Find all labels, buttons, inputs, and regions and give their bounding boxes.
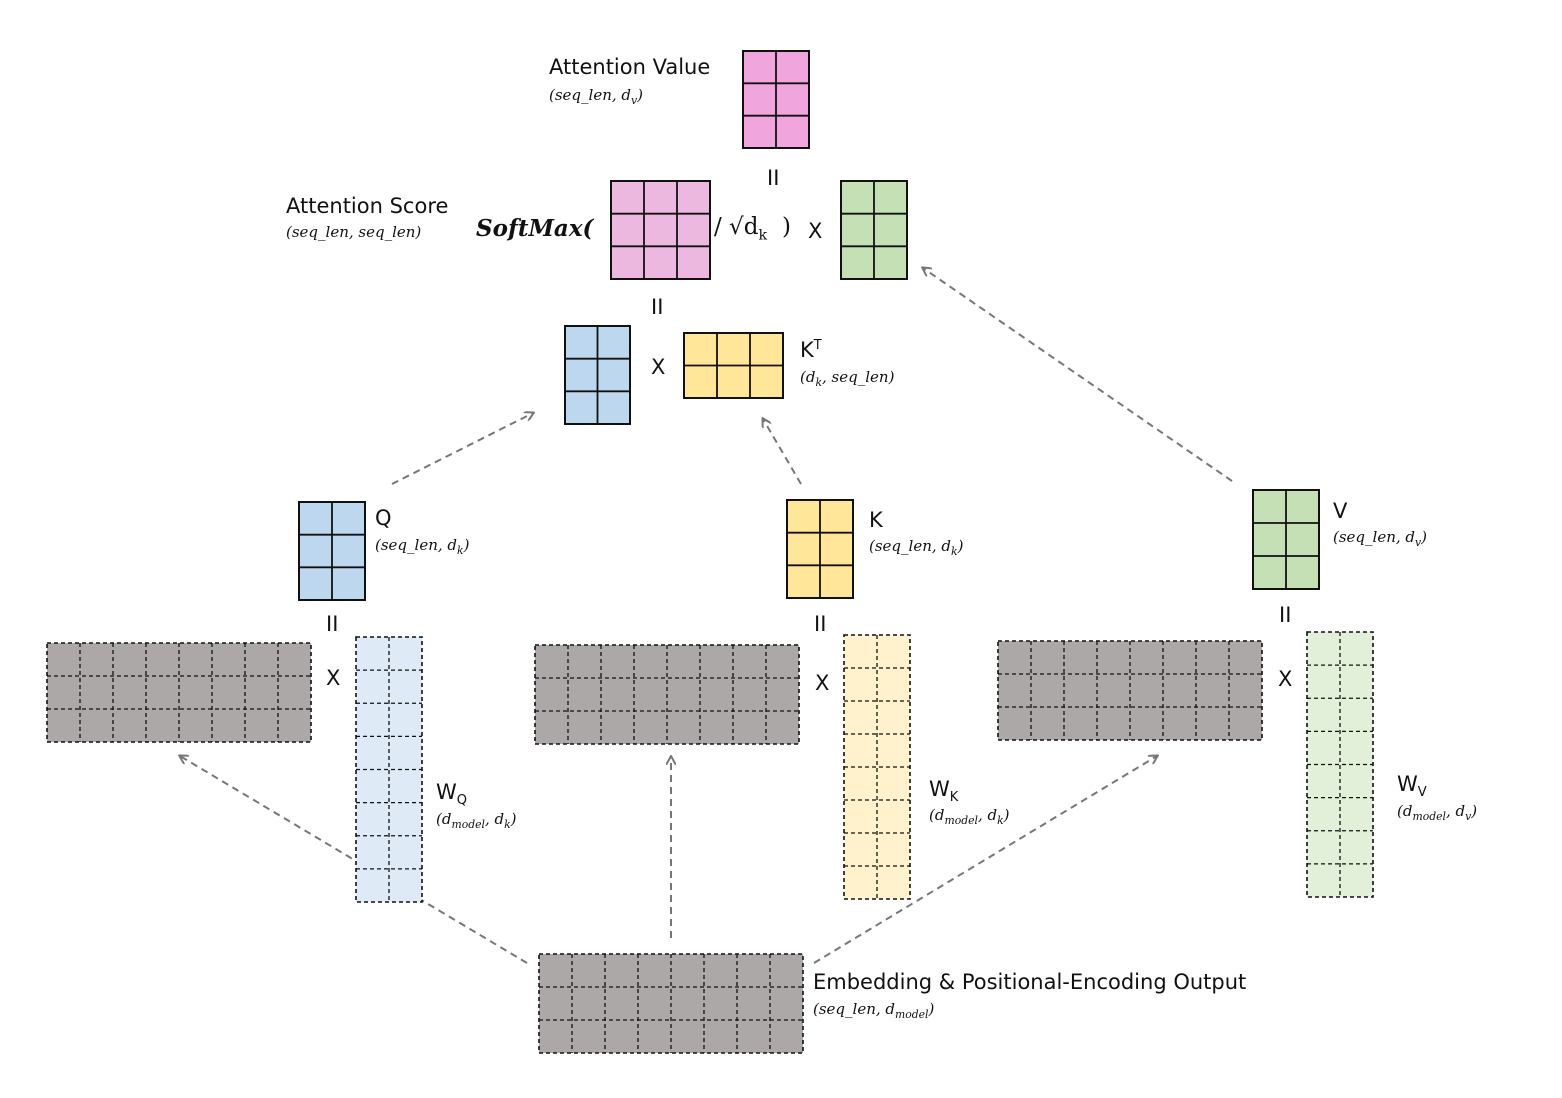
weight-query-shape: (dmodel, dk)	[436, 810, 517, 831]
query-label: Q	[375, 506, 392, 530]
embedding-label: Embedding & Positional-Encoding Output	[813, 970, 1247, 994]
embedding-output-matrix	[538, 953, 804, 1054]
input-matrix-v	[997, 640, 1263, 741]
attention-value-matrix	[742, 50, 810, 149]
times-sign: X	[808, 219, 823, 243]
equals-sign: II	[767, 166, 780, 190]
attention-score-shape: (seq_len, seq_len)	[286, 223, 422, 241]
arrow-k-to-kt	[763, 419, 802, 485]
k-transpose-label: KT	[800, 338, 822, 362]
softmax-open: SoftMax(	[476, 215, 594, 242]
equals-sign: II	[1279, 603, 1292, 627]
arrow-embedding-to-input-v	[813, 756, 1157, 964]
value-matrix	[1252, 489, 1320, 590]
attention-value-label: Attention Value	[549, 55, 711, 79]
weight-value-label: WV	[1397, 772, 1427, 801]
times-sign: X	[326, 666, 341, 690]
key-shape: (seq_len, dk)	[869, 537, 964, 558]
key-label: K	[869, 508, 883, 532]
input-matrix-k	[534, 644, 800, 745]
times-sign: X	[651, 355, 666, 379]
arrow-embedding-to-input-q	[180, 756, 528, 964]
attention-value-shape: (seq_len, dv)	[549, 86, 643, 107]
value-shape: (seq_len, dv)	[1333, 528, 1427, 549]
key-transpose-matrix	[683, 332, 784, 399]
softmax-divisor: / √dk	[714, 214, 768, 244]
weight-key-shape: (dmodel, dk)	[929, 806, 1010, 827]
attention-score-label: Attention Score	[286, 194, 449, 218]
value-matrix-top	[840, 180, 908, 280]
query-matrix-top	[564, 325, 631, 425]
k-transpose-shape: (dk, seq_len)	[800, 368, 895, 389]
weight-value-matrix	[1306, 631, 1374, 898]
arrow-v-to-value-matrix	[923, 268, 1233, 482]
value-label: V	[1333, 499, 1348, 523]
weight-value-shape: (dmodel, dv)	[1397, 802, 1478, 823]
query-shape: (seq_len, dk)	[375, 536, 470, 557]
weight-key-label: WK	[929, 777, 959, 806]
arrows	[180, 268, 1233, 964]
embedding-shape: (seq_len, dmodel)	[813, 1000, 935, 1021]
times-sign: X	[815, 671, 830, 695]
weight-query-matrix	[355, 636, 423, 903]
matrices	[46, 50, 1374, 1054]
equals-sign: II	[651, 295, 664, 319]
equals-sign: II	[326, 612, 339, 636]
times-sign: X	[1278, 667, 1293, 691]
arrow-q-to-product	[391, 413, 533, 485]
softmax-close: )	[782, 214, 791, 240]
attention-score-matrix	[610, 180, 711, 280]
input-matrix-q	[46, 642, 312, 743]
equals-sign: II	[814, 612, 827, 636]
weight-query-label: WQ	[436, 780, 468, 809]
weight-key-matrix	[843, 634, 911, 900]
query-matrix	[298, 501, 366, 601]
key-matrix	[786, 499, 854, 599]
